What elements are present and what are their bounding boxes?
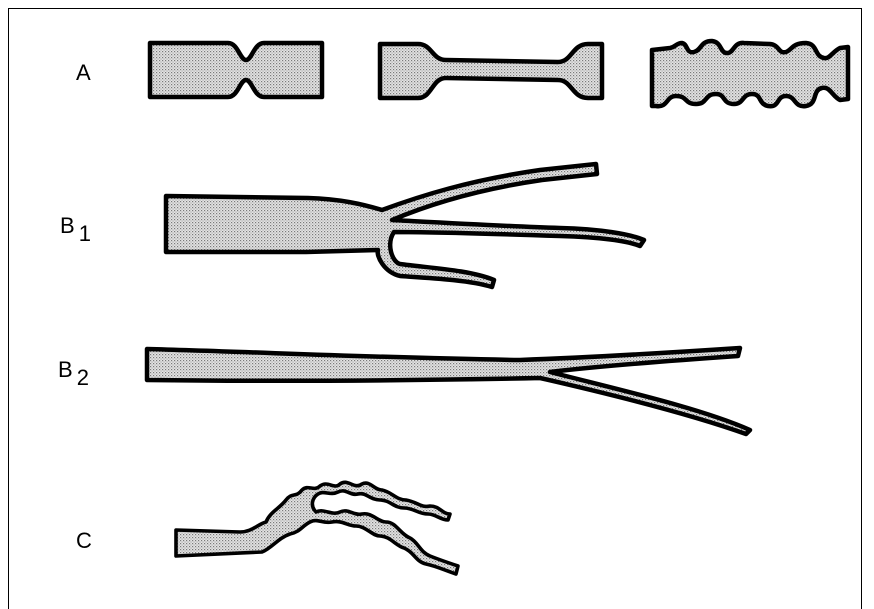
vessel-b2-tapering-bifurcation bbox=[147, 348, 750, 434]
label-b2-subscript: 2 bbox=[77, 365, 89, 390]
label-c: C bbox=[76, 528, 92, 553]
label-b1-subscript: 1 bbox=[79, 221, 91, 246]
vessel-a-long-stenosis bbox=[380, 44, 602, 98]
vessel-c-irregular-branches bbox=[176, 482, 458, 574]
vessel-a-irregular-wall bbox=[652, 41, 848, 106]
label-a: A bbox=[76, 60, 91, 85]
label-b2-letter: B bbox=[58, 357, 73, 382]
vessel-a-focal-stenosis bbox=[150, 43, 322, 97]
vessel-b1-trunk-with-branches bbox=[166, 164, 644, 287]
label-b1-letter: B bbox=[60, 213, 75, 238]
